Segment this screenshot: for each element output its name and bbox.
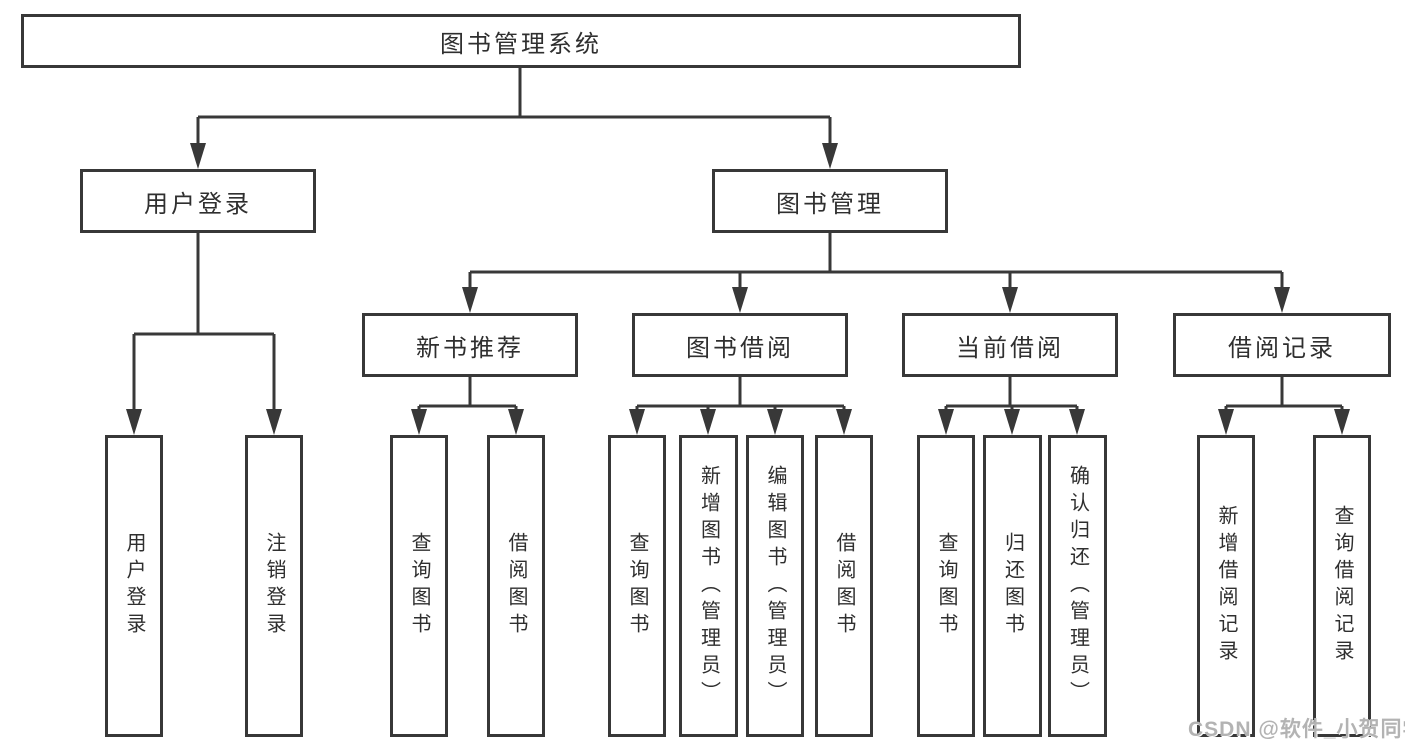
arrow-down-icon (732, 287, 748, 313)
arrow-down-icon (1334, 409, 1350, 435)
node-label: 借阅图书 (505, 532, 527, 640)
leaf-borrow-books-2: 借阅图书 (815, 435, 873, 737)
arrow-down-icon (938, 409, 954, 435)
leaf-return-books: 归还图书 (983, 435, 1042, 737)
arrow-down-icon (462, 287, 478, 313)
arrow-down-icon (1274, 287, 1290, 313)
leaf-add-borrow-record: 新增借阅记录 (1197, 435, 1255, 737)
node-label: 注销登录 (263, 532, 285, 640)
arrow-down-icon (1002, 287, 1018, 313)
arrow-down-icon (508, 409, 524, 435)
node-label: 用户登录 (123, 532, 145, 640)
node-book-borrow: 图书借阅 (632, 313, 848, 377)
leaf-confirm-return-admin: 确认归还（管理员） (1048, 435, 1107, 737)
node-library-management-system: 图书管理系统 (21, 14, 1021, 68)
leaf-query-books-3: 查询图书 (917, 435, 975, 737)
leaf-query-books-2: 查询图书 (608, 435, 666, 737)
arrow-down-icon (629, 409, 645, 435)
node-label: 归还图书 (1001, 532, 1024, 640)
arrow-down-icon (126, 409, 142, 435)
arrow-down-icon (700, 409, 716, 435)
node-user-login-group: 用户登录 (80, 169, 316, 233)
node-book-management: 图书管理 (712, 169, 948, 233)
arrow-down-icon (1218, 409, 1234, 435)
leaf-query-books-1: 查询图书 (390, 435, 448, 737)
arrow-down-icon (836, 409, 852, 435)
csdn-watermark: CSDN @软件_小贺同学 (1188, 718, 1405, 741)
node-label: 图书管理 (776, 190, 884, 218)
node-borrow-records: 借阅记录 (1173, 313, 1391, 377)
arrow-down-icon (1004, 409, 1020, 435)
arrow-down-icon (822, 143, 838, 169)
node-label: 查询图书 (408, 532, 430, 640)
leaf-edit-books-admin: 编辑图书（管理员） (746, 435, 804, 737)
node-label: 查询借阅记录 (1331, 505, 1353, 667)
arrow-down-icon (411, 409, 427, 435)
node-label: 确认归还（管理员） (1066, 464, 1089, 708)
node-label: 新书推荐 (416, 334, 524, 362)
node-label: 借阅图书 (833, 532, 855, 640)
node-label: 新增借阅记录 (1215, 505, 1237, 667)
node-label: 查询图书 (626, 532, 648, 640)
leaf-query-borrow-record: 查询借阅记录 (1313, 435, 1371, 737)
node-label: 图书管理系统 (440, 30, 602, 58)
arrow-down-icon (1069, 409, 1085, 435)
arrow-down-icon (266, 409, 282, 435)
leaf-add-books-admin: 新增图书（管理员） (679, 435, 738, 737)
node-new-book-recommend: 新书推荐 (362, 313, 578, 377)
node-label: 借阅记录 (1228, 334, 1336, 362)
node-label: 编辑图书（管理员） (764, 464, 786, 708)
leaf-logout: 注销登录 (245, 435, 303, 737)
leaf-user-login: 用户登录 (105, 435, 163, 737)
node-label: 用户登录 (144, 190, 252, 218)
node-label: 当前借阅 (956, 334, 1064, 362)
node-current-borrow: 当前借阅 (902, 313, 1118, 377)
leaf-borrow-books-1: 借阅图书 (487, 435, 545, 737)
arrow-down-icon (767, 409, 783, 435)
node-label: 图书借阅 (686, 334, 794, 362)
arrow-down-icon (190, 143, 206, 169)
node-label: 查询图书 (935, 532, 957, 640)
node-label: 新增图书（管理员） (697, 464, 720, 708)
